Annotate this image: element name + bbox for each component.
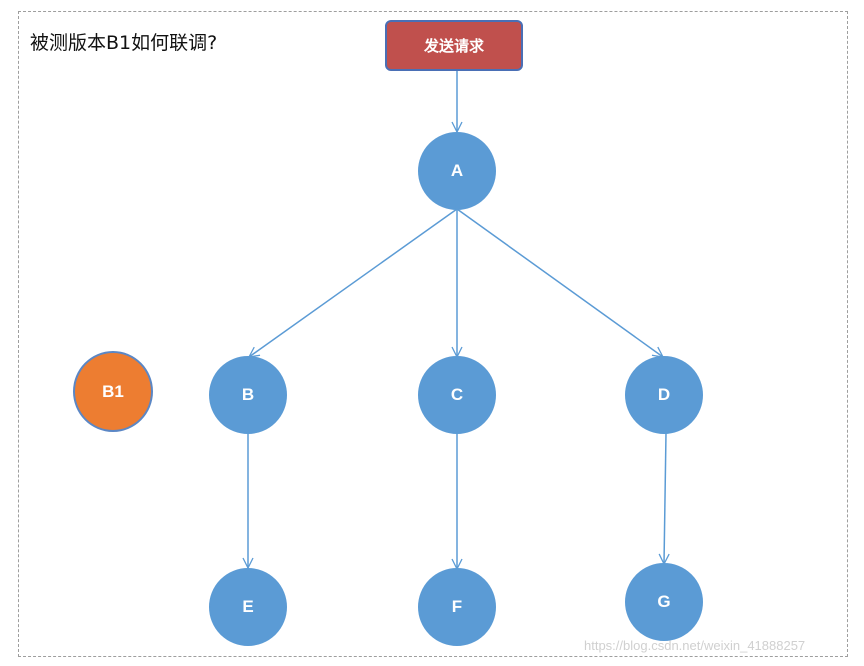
diagram-title: 被测版本B1如何联调? [30,32,218,54]
node-g: G [625,563,703,641]
node-b1: B1 [73,351,153,432]
node-f: F [418,568,496,646]
node-b: B [209,356,287,434]
watermark: https://blog.csdn.net/weixin_41888257 [584,638,806,653]
node-d: D [625,356,703,434]
node-a: A [418,132,496,210]
edge-a-b [249,208,458,357]
node-e: E [209,568,287,646]
edge-a-d [456,208,663,357]
send-request-box: 发送请求 [385,20,523,71]
diagram-frame [18,11,848,657]
node-c: C [418,356,496,434]
edge-d-g [664,432,666,564]
